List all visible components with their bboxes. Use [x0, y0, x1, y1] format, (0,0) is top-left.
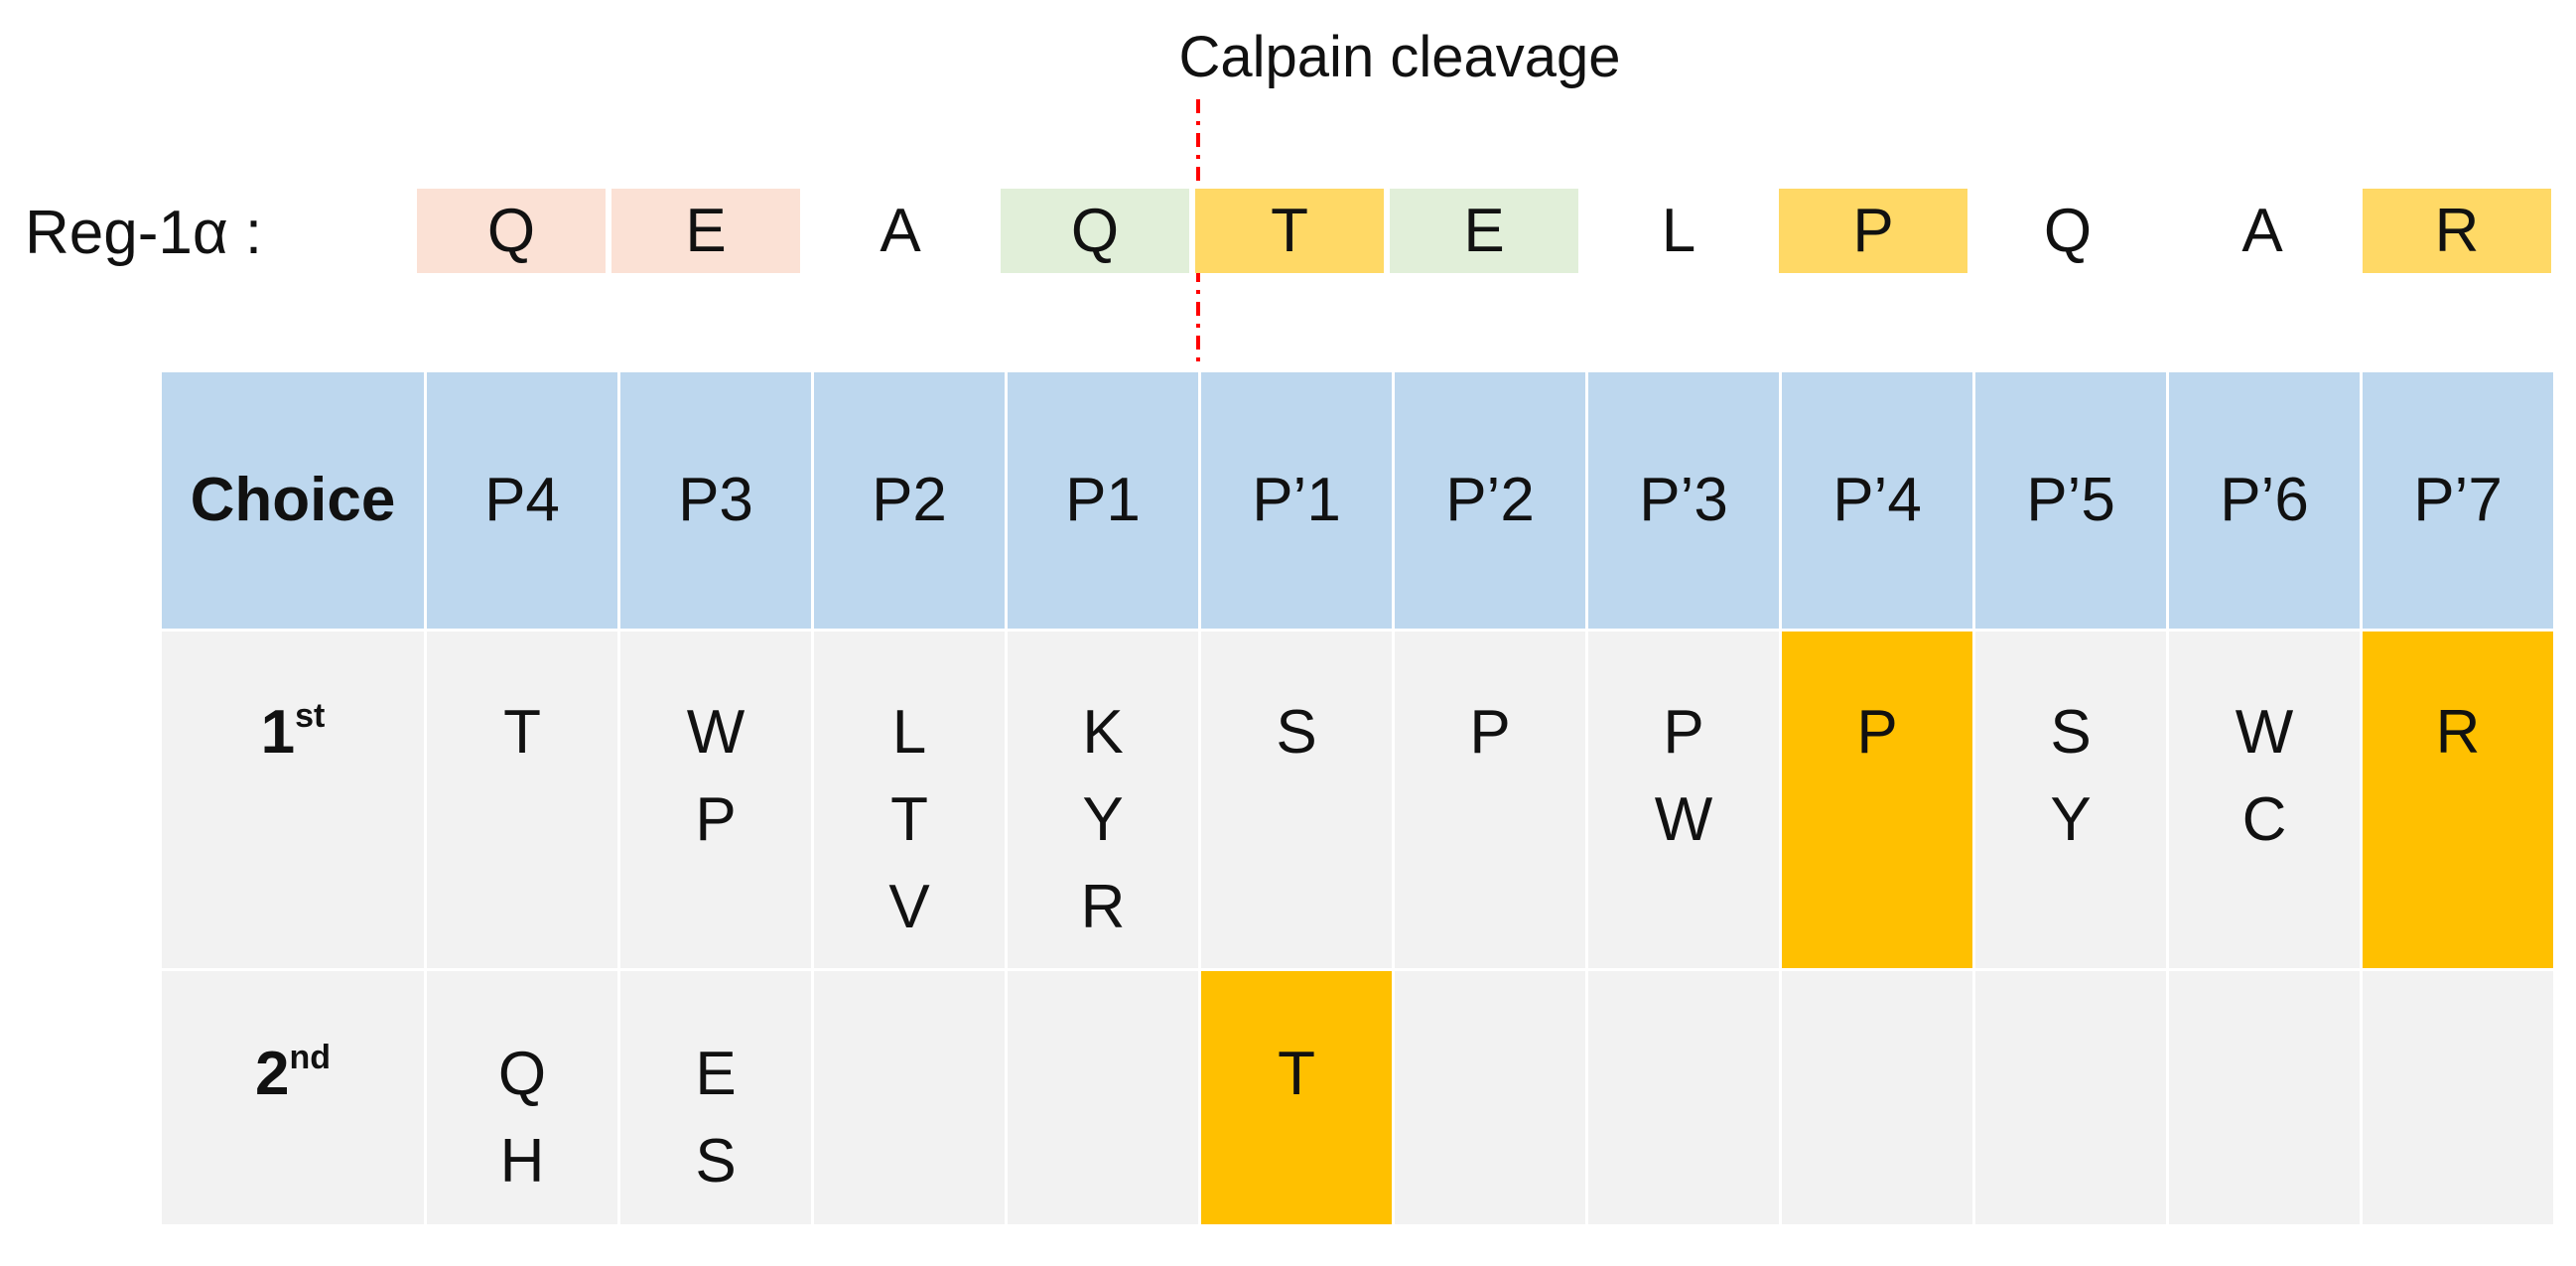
residue-letter: P: [1856, 698, 1898, 767]
position-header: P’6: [2166, 369, 2363, 632]
residue-letter: C: [2241, 785, 2287, 854]
position-header: P’4: [1779, 369, 1975, 632]
residue-cell: S: [1198, 629, 1395, 971]
residue-letter: P: [1469, 698, 1511, 767]
position-header: P’2: [1392, 369, 1588, 632]
choice-header: Choice: [159, 369, 427, 632]
rank-number: 2: [254, 1040, 290, 1108]
sequence-residue: P: [1779, 189, 1967, 273]
residue-cell: [1585, 968, 1782, 1227]
residue-letter: W: [2235, 698, 2294, 767]
sequence-residue: Q: [1001, 189, 1189, 273]
residue-letter: W: [686, 698, 746, 767]
position-header: P’7: [2360, 369, 2556, 632]
residue-cell: [1392, 968, 1588, 1227]
residue-letter: T: [890, 785, 928, 854]
residue-letter: R: [1080, 873, 1126, 941]
position-header: P’3: [1585, 369, 1782, 632]
residue-cell: P: [1779, 629, 1975, 971]
residue-letter: R: [2435, 698, 2481, 767]
residue-cell: R: [2360, 629, 2556, 971]
position-header: P’5: [1972, 369, 2169, 632]
sequence-residue: L: [1661, 197, 1696, 265]
residue-letter: T: [503, 698, 541, 767]
residue-letter: Q: [497, 1040, 547, 1108]
residue-letter: S: [695, 1127, 737, 1196]
sequence-residue: Q: [417, 189, 606, 273]
sequence-residue: Q: [2043, 197, 2093, 265]
residue-cell: [1779, 968, 1975, 1227]
position-header: P1: [1005, 369, 1201, 632]
residue-cell: T: [424, 629, 620, 971]
residue-letter: W: [1654, 785, 1713, 854]
sequence-residue: R: [2363, 189, 2551, 273]
sequence-label: Reg-1α :: [25, 199, 263, 267]
residue-letter: S: [2050, 698, 2092, 767]
residue-cell: [2166, 968, 2363, 1227]
position-header: P3: [617, 369, 814, 632]
rank-suffix: nd: [289, 1039, 332, 1076]
rank-suffix: st: [295, 697, 326, 735]
residue-letter: Y: [2050, 785, 2092, 854]
residue-letter: E: [695, 1040, 737, 1108]
rank-number: 1: [260, 698, 296, 767]
position-header: P4: [424, 369, 620, 632]
choice-rank-label: 1st: [159, 629, 427, 971]
residue-cell: [1005, 968, 1201, 1227]
residue-letter: T: [1278, 1040, 1315, 1108]
residue-letter: H: [499, 1127, 545, 1196]
calpain-cleavage-title: Calpain cleavage: [1178, 25, 1621, 89]
sequence-residue: T: [1195, 189, 1384, 273]
residue-letter: S: [1276, 698, 1317, 767]
residue-cell: [2360, 968, 2556, 1227]
residue-letter: V: [888, 873, 930, 941]
sequence-residue: A: [880, 197, 921, 265]
sequence-residue: E: [611, 189, 800, 273]
residue-cell: P: [1392, 629, 1588, 971]
residue-letter: Y: [1082, 785, 1124, 854]
sequence-residue: A: [2241, 197, 2283, 265]
residue-letter: P: [1663, 698, 1704, 767]
residue-letter: L: [891, 698, 927, 767]
position-header: P2: [811, 369, 1008, 632]
residue-letter: K: [1082, 698, 1124, 767]
choice-rank-label: 2nd: [159, 968, 427, 1227]
residue-letter: P: [695, 785, 737, 854]
residue-cell: [811, 968, 1008, 1227]
residue-cell: [1972, 968, 2169, 1227]
residue-cell: T: [1198, 968, 1395, 1227]
sequence-residue: E: [1390, 189, 1578, 273]
position-header: P’1: [1198, 369, 1395, 632]
